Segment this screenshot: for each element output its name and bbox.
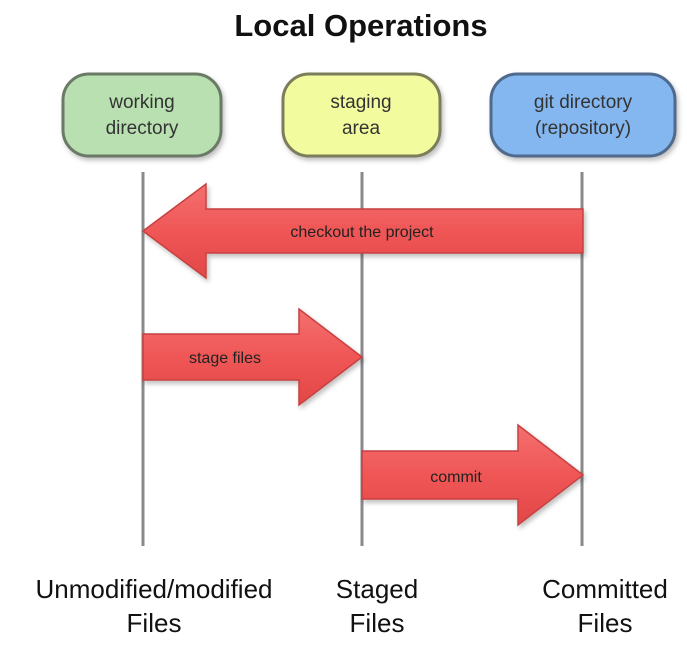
git-directory-label-line2: (repository) [535, 118, 631, 139]
git-directory-label-line1: git directory [534, 92, 633, 113]
working-directory-label-line1: working [108, 92, 174, 113]
staging-area-box [281, 72, 442, 158]
checkout-arrow-label: checkout the project [290, 224, 434, 241]
committed-files-label-line2: Files [578, 608, 633, 638]
stage-files-arrow-shape [142, 307, 364, 407]
working-directory-box [61, 72, 223, 158]
checkout-arrow [141, 182, 584, 280]
staged-files-label-line2: Files [350, 608, 405, 638]
diagram-title: Local Operations [234, 8, 487, 43]
commit-arrow-shape [361, 423, 585, 527]
staged-files-label-line1: Staged [336, 574, 418, 604]
git-directory-box [489, 72, 677, 158]
working-directory-label-line2: directory [106, 118, 179, 139]
staging-area-box-shape [281, 72, 442, 158]
staging-area-label-line2: area [342, 118, 380, 139]
git-directory-box-shape [489, 72, 677, 158]
committed-files-label-line1: Committed [542, 574, 668, 604]
unmodified-files-label-line1: Unmodified/modified [35, 574, 272, 604]
working-directory-box-shape [61, 72, 223, 158]
stage-files-arrow-label: stage files [189, 350, 261, 367]
staging-area-label-line1: staging [330, 92, 391, 113]
checkout-arrow-shape [141, 182, 584, 280]
commit-arrow [361, 423, 585, 527]
commit-arrow-label: commit [430, 469, 482, 486]
stage-files-arrow [142, 307, 364, 407]
unmodified-files-label-line2: Files [127, 608, 182, 638]
